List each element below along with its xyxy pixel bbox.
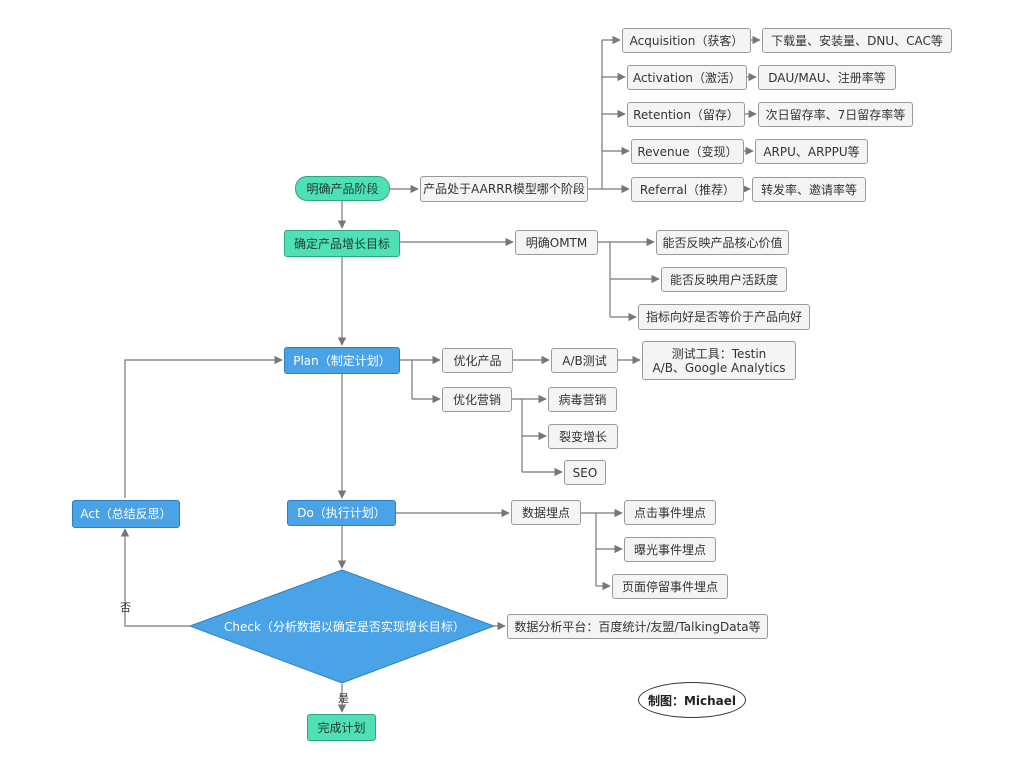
label-no: 否: [120, 601, 131, 614]
node-viral-marketing: 病毒营销: [548, 387, 617, 412]
test-tools-line2: A/B、Google Analytics: [652, 360, 786, 375]
node-seo: SEO: [564, 460, 606, 485]
node-acquisition-metrics: 下载量、安装量、DNU、CAC等: [762, 28, 952, 53]
node-ab-test: A/B测试: [551, 348, 618, 373]
node-referral: Referral（推荐）: [631, 177, 744, 202]
node-activation-metrics: DAU/MAU、注册率等: [758, 65, 896, 90]
node-omtm-direction: 指标向好是否等价于产品向好: [638, 304, 810, 330]
node-stay-tracking: 页面停留事件埋点: [612, 574, 728, 599]
node-do: Do（执行计划）: [287, 500, 396, 526]
node-referral-metrics: 转发率、邀请率等: [752, 177, 866, 202]
connector: [124, 355, 283, 498]
node-click-tracking: 点击事件埋点: [624, 500, 716, 525]
node-revenue-metrics: ARPU、ARPPU等: [755, 139, 868, 164]
node-omtm: 明确OMTM: [515, 230, 598, 255]
node-test-tools: 测试工具：Testin A/B、Google Analytics: [642, 341, 796, 380]
node-optimize-marketing: 优化营销: [442, 387, 512, 412]
node-act: Act（总结反思）: [72, 500, 180, 528]
node-set-goal: 确定产品增长目标: [284, 230, 400, 257]
node-stage-question: 产品处于AARRR模型哪个阶段: [420, 176, 588, 202]
node-analytics-platform: 数据分析平台：百度统计/友盟/TalkingData等: [507, 614, 768, 639]
node-omtm-activity: 能否反映用户活跃度: [661, 267, 787, 292]
check-label: Check（分析数据以确定是否实现增长目标）: [224, 620, 465, 634]
check-diamond: [188, 569, 496, 684]
node-retention-metrics: 次日留存率、7日留存率等: [758, 102, 913, 127]
node-fission-growth: 裂变增长: [548, 424, 618, 449]
node-optimize-product: 优化产品: [442, 348, 513, 373]
test-tools-line1: 测试工具：Testin: [671, 346, 767, 361]
node-revenue: Revenue（变现）: [631, 139, 744, 164]
node-acquisition: Acquisition（获客）: [622, 28, 751, 53]
node-retention: Retention（留存）: [627, 102, 745, 127]
connector: [120, 528, 190, 627]
node-exposure-tracking: 曝光事件埋点: [624, 537, 716, 562]
node-omtm-core-value: 能否反映产品核心价值: [656, 230, 789, 255]
author-signature: 制图：Michael: [638, 682, 746, 718]
node-done: 完成计划: [307, 714, 376, 741]
node-activation: Activation（激活）: [627, 65, 747, 90]
label-yes: 是: [338, 692, 349, 705]
node-clarify-stage: 明确产品阶段: [295, 176, 390, 201]
node-tracking: 数据埋点: [511, 500, 581, 525]
node-plan: Plan（制定计划）: [284, 347, 400, 374]
